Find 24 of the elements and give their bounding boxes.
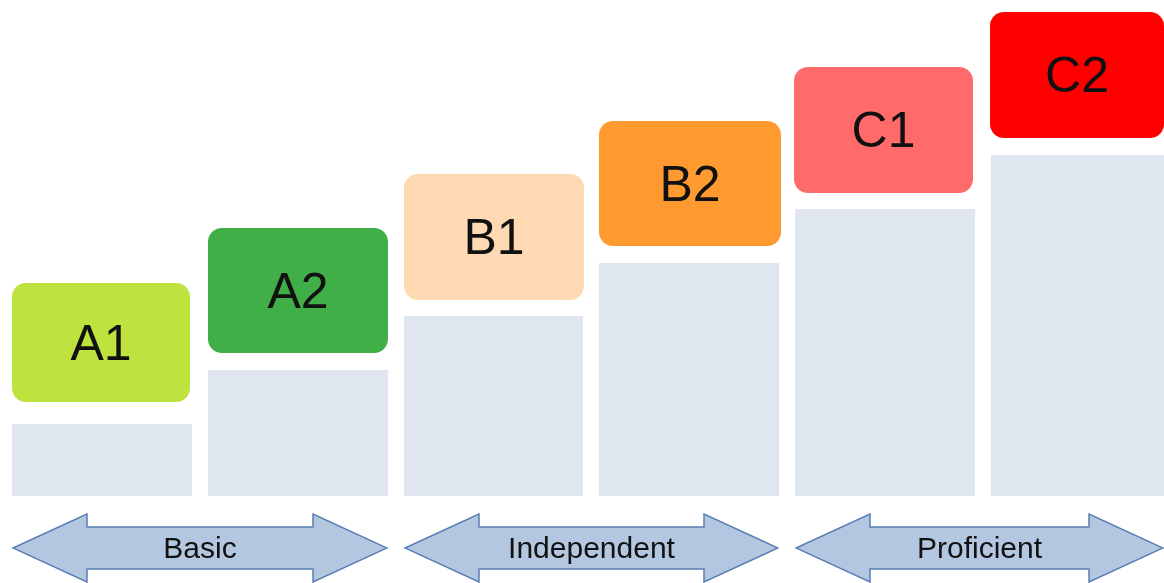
level-label: C2 bbox=[1045, 46, 1109, 104]
range-band bbox=[404, 513, 779, 583]
level-box bbox=[12, 283, 190, 402]
range-band bbox=[12, 513, 388, 583]
level-label: B2 bbox=[659, 154, 721, 213]
level-label: A2 bbox=[267, 261, 329, 320]
step-bar bbox=[12, 424, 192, 496]
level-label: C1 bbox=[851, 101, 916, 159]
level-box bbox=[208, 228, 388, 353]
step-bar bbox=[991, 155, 1164, 496]
level-box bbox=[404, 174, 584, 300]
level-box bbox=[794, 67, 973, 193]
range-label: Basic bbox=[162, 531, 238, 565]
level-label: A1 bbox=[70, 313, 132, 372]
level-box bbox=[599, 121, 781, 246]
level-label: B1 bbox=[463, 208, 525, 266]
step-bar bbox=[795, 209, 975, 496]
step-bar bbox=[599, 263, 779, 496]
step-bar bbox=[404, 316, 583, 496]
step-bar bbox=[208, 370, 388, 496]
range-label: Independent bbox=[507, 531, 676, 565]
range-band bbox=[795, 513, 1164, 583]
level-box bbox=[990, 12, 1164, 138]
range-label: Proficient bbox=[915, 531, 1044, 565]
